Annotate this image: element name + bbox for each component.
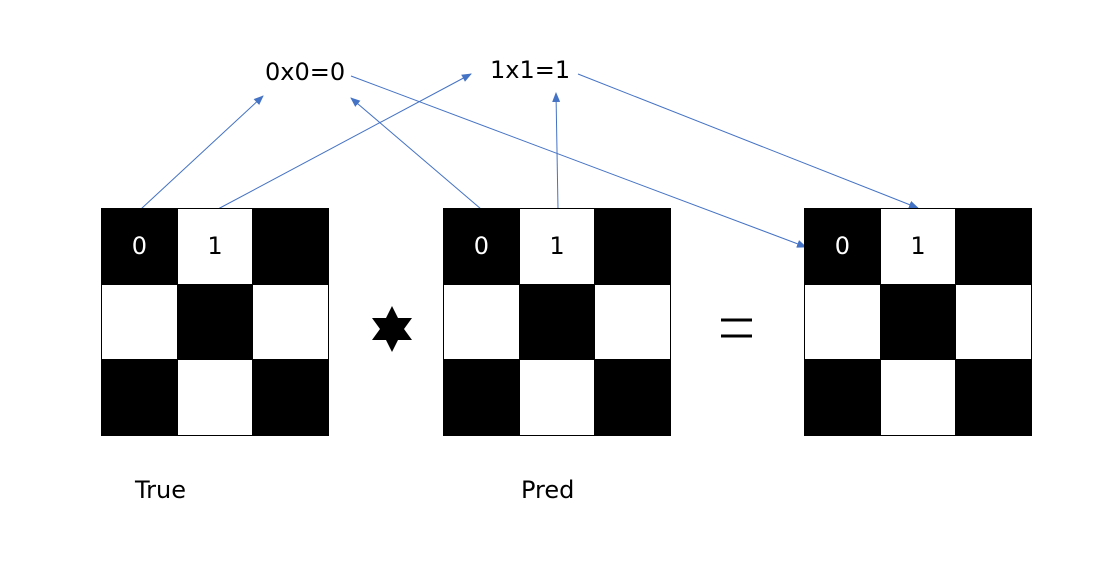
grid-cell: [519, 284, 595, 360]
arrow-pred0-to-eq0: [350, 97, 482, 210]
grid-cell: [253, 284, 328, 360]
grid-cell: 0: [444, 209, 519, 284]
grid-cell: [253, 209, 328, 284]
equals-operator-icon: [721, 318, 752, 338]
grid-cell: [519, 360, 595, 435]
grid-cell: [177, 284, 253, 360]
equation-zero: 0x0=0: [265, 58, 346, 86]
grid-cell: [444, 284, 519, 360]
grid-cell: 0: [805, 209, 880, 284]
grid-cell: [880, 360, 956, 435]
grid-cell: [956, 284, 1031, 360]
true-label: True: [135, 476, 186, 504]
grid-cell: [805, 360, 880, 435]
grid-cell: [956, 209, 1031, 284]
grid-cell: [102, 360, 177, 435]
grid-cell: [805, 284, 880, 360]
grid-cell: [956, 360, 1031, 435]
grid-cell: 1: [880, 209, 956, 284]
grid-cell: [253, 360, 328, 435]
star-operator-icon: [372, 306, 412, 352]
arrow-true1-to-eq1: [217, 73, 472, 210]
arrow-pred1-to-eq1: [552, 92, 561, 210]
grid-cell: [595, 209, 670, 284]
arrow-eq0-to-result0: [350, 75, 807, 248]
grid-cell: [444, 360, 519, 435]
pred-label: Pred: [521, 476, 575, 504]
arrow-eq1-to-result1: [577, 73, 919, 209]
grid-cell: [102, 284, 177, 360]
grid-cell: [595, 360, 670, 435]
grid-cell: [595, 284, 670, 360]
grid-cell: 1: [519, 209, 595, 284]
grid-cell: 1: [177, 209, 253, 284]
grid-cell: 0: [102, 209, 177, 284]
grid-cell: [177, 360, 253, 435]
grid-cell: [880, 284, 956, 360]
arrow-true0-to-eq0: [140, 95, 264, 210]
equation-one: 1x1=1: [490, 56, 571, 84]
